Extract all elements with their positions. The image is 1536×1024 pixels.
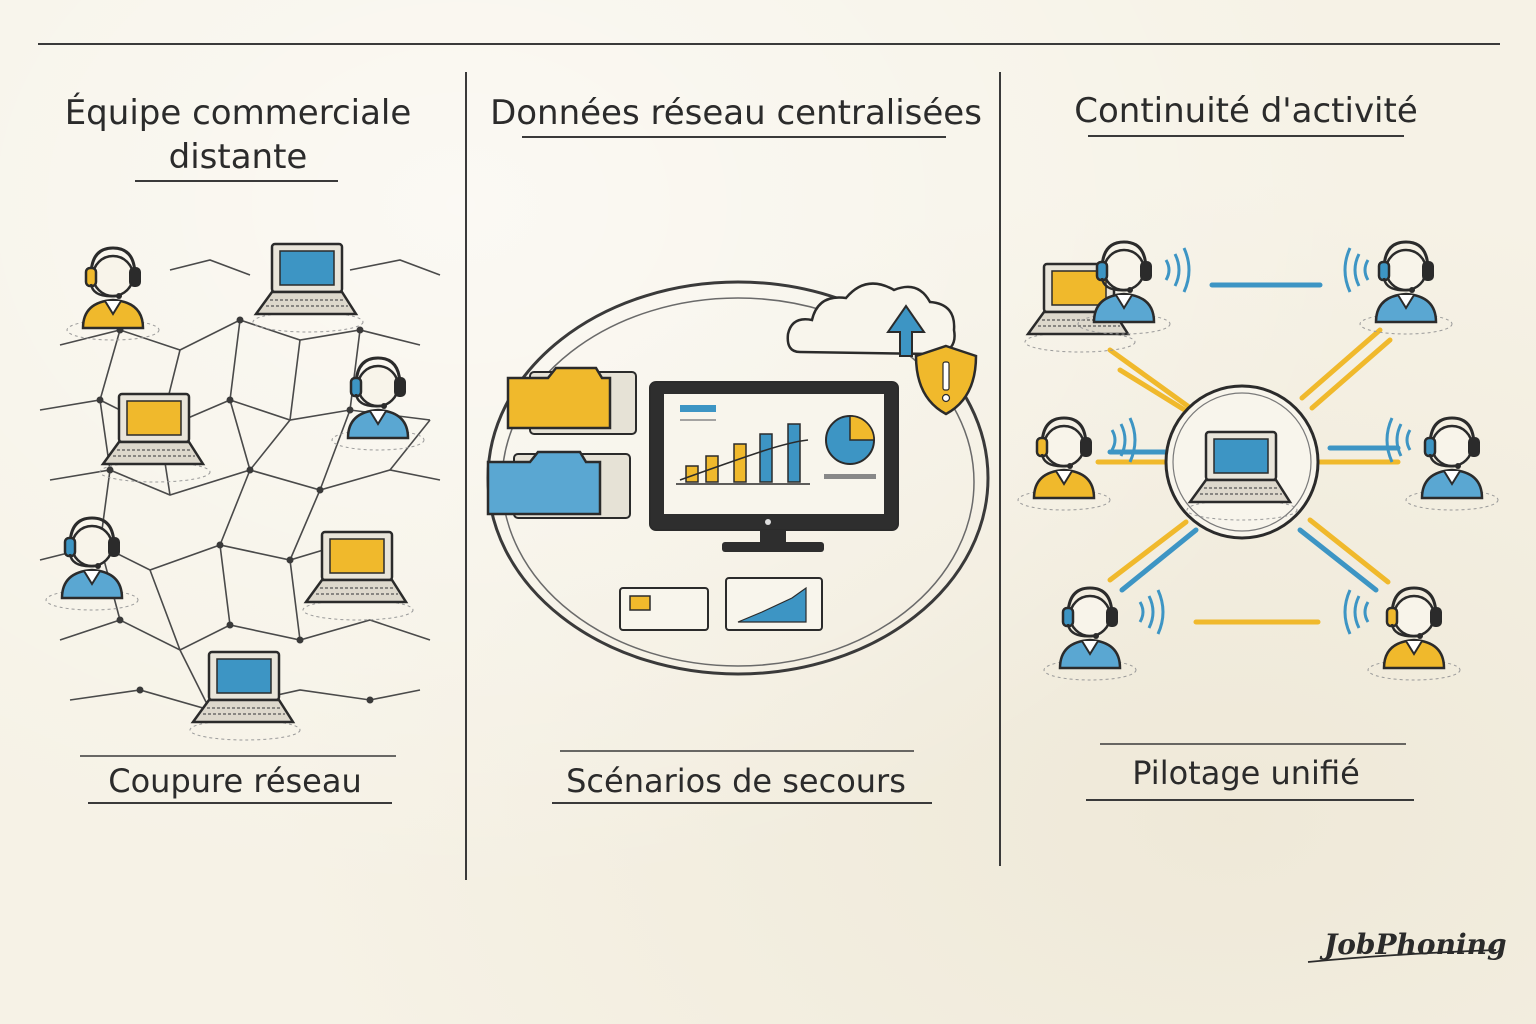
network-nodes [96, 316, 374, 704]
column-1-caption: Coupure réseau [108, 762, 362, 800]
laptop-icon [251, 242, 365, 334]
headset-agent-icon [1366, 586, 1462, 682]
brand-name: JobPhoning [1319, 928, 1507, 961]
shield-alert-icon [914, 344, 978, 416]
trend-chart-card [725, 577, 823, 631]
folder-icon [486, 450, 631, 519]
column-2-caption: Scénarios de secours [566, 762, 906, 800]
headset-agent-icon [1404, 416, 1500, 512]
column-1-title-line1: Équipe commerciale [65, 92, 412, 133]
headset-agent-icon [1016, 416, 1112, 512]
headset-agent-icon [65, 246, 161, 342]
signal-wave-icon [1343, 588, 1370, 636]
column-centralized-data: Données réseau centralisées [486, 93, 990, 804]
headset-agent-icon [1358, 240, 1454, 336]
brand-signature: JobPhoning [1307, 928, 1507, 963]
cloud-upload-icon [786, 282, 956, 357]
column-3-caption: Pilotage unifié [1132, 754, 1360, 792]
laptop-icon [98, 392, 212, 484]
signal-wave-icon [1164, 246, 1191, 294]
signal-wave-icon [1343, 246, 1370, 294]
signal-wave-icon [1110, 416, 1137, 464]
laptop-icon [188, 650, 302, 742]
signal-wave-icon [1138, 588, 1165, 636]
dashboard-pie-chart [824, 415, 876, 479]
headset-agent-icon [44, 516, 140, 612]
column-3-title: Continuité d'activité [1074, 91, 1418, 131]
signal-wave-icon [1385, 416, 1412, 464]
brand-underline [1307, 949, 1497, 963]
dashboard-bar-chart [676, 405, 810, 485]
folder-icon [506, 366, 637, 435]
column-1-title-line2: distante [169, 137, 308, 177]
media-card [619, 587, 709, 631]
headset-agent-icon [330, 356, 426, 452]
column-2-title: Données réseau centralisées [490, 93, 982, 133]
laptop-icon [301, 530, 415, 622]
connection-lines [1095, 282, 1401, 625]
headset-agent-icon [1042, 586, 1138, 682]
monitor-icon [649, 381, 899, 552]
column-remote-team: Équipe commerciale distante [39, 92, 441, 804]
column-continuity: Continuité d'activité [1016, 91, 1500, 801]
